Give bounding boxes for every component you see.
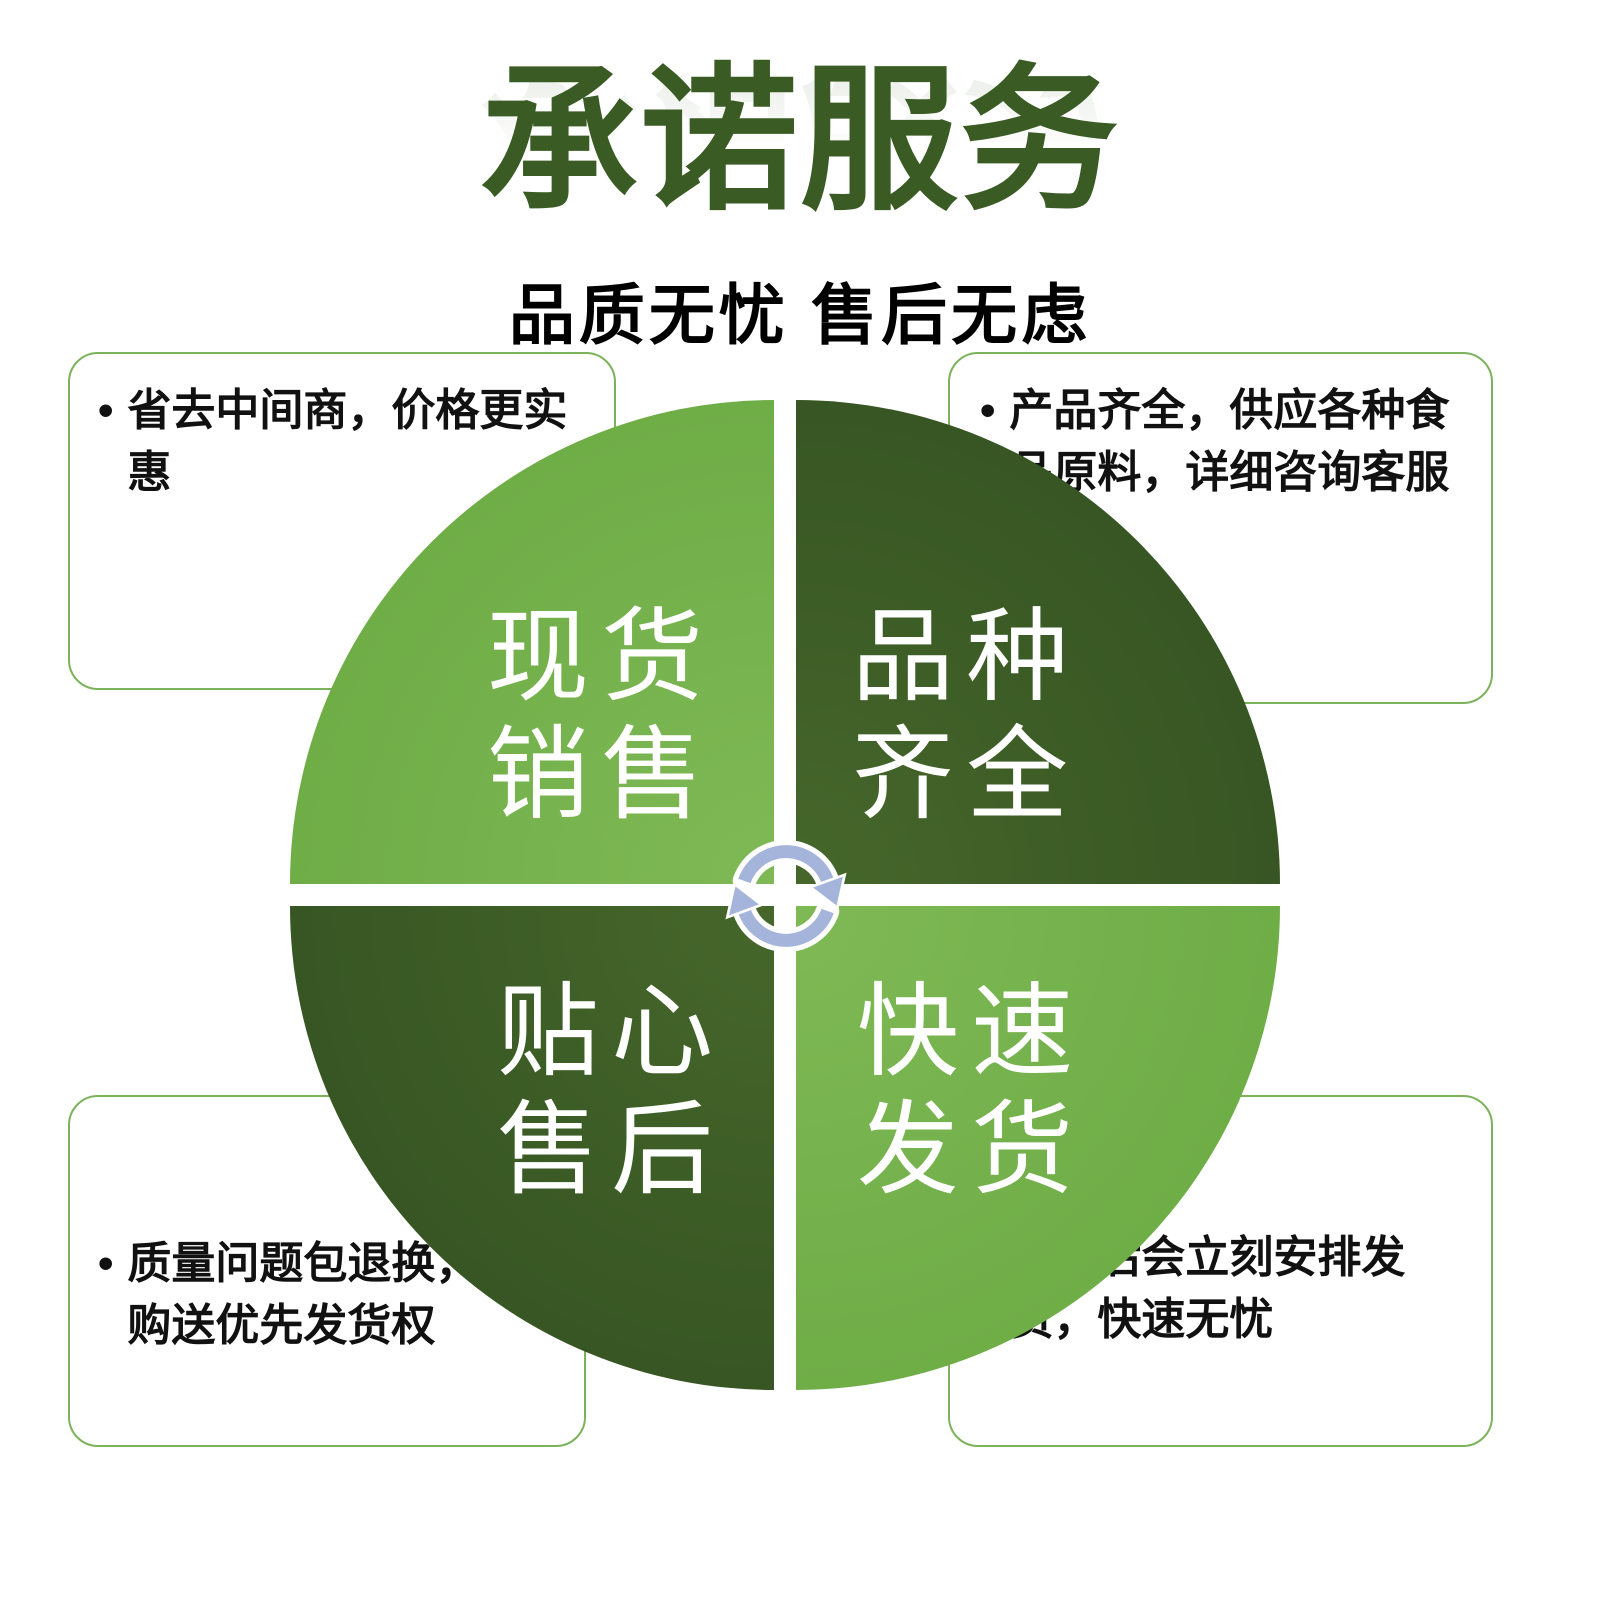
page-subtitle: 品质无忧 售后无虑 [508,278,1092,352]
bullet-icon: • [98,1239,114,1288]
callout-top-right-text: 产品齐全，供应各种食品原料，详细咨询客服 [1009,386,1450,498]
bullet-icon: • [98,386,114,435]
service-wheel: 现货 销售 品种 齐全 贴心 售后 快速 发货 [290,400,1280,1390]
callout-top-left-text: 省去中间商，价格更实惠 [127,386,568,498]
cycle-arrows-icon [725,839,847,953]
bullet-icon: • [980,386,996,435]
page-title: 承诺服务 [480,55,1120,230]
